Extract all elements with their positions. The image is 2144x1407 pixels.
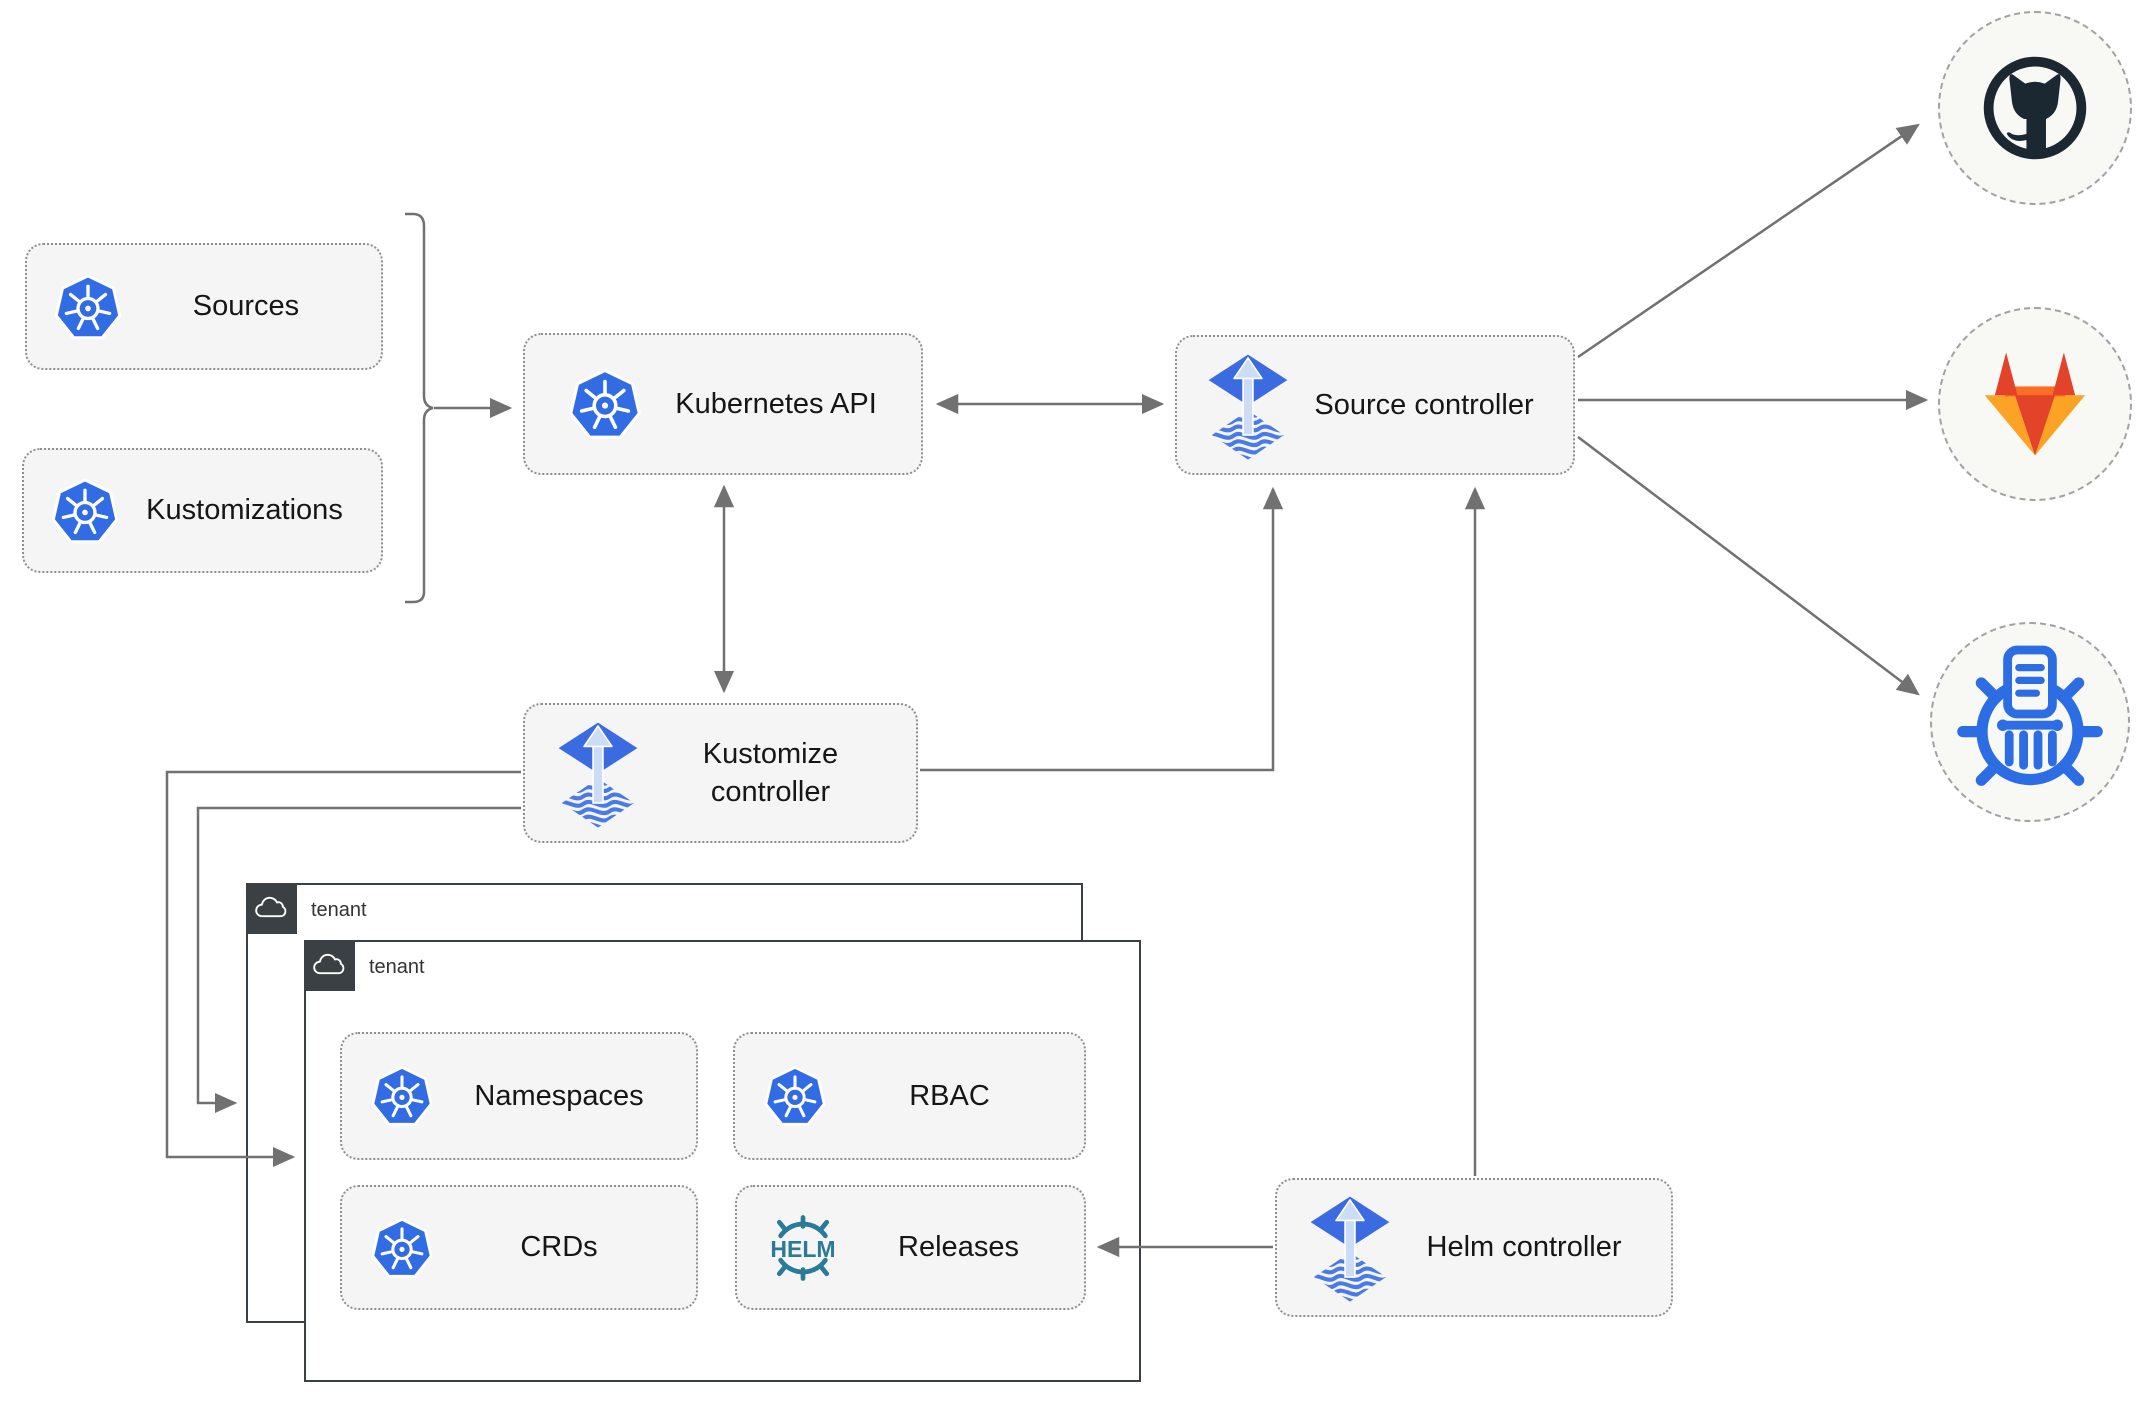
edge-source-github xyxy=(1577,123,1920,359)
edge-source-registry xyxy=(1577,436,1920,696)
endpoint-gitlab xyxy=(1938,307,2132,501)
node-label: Namespaces xyxy=(474,1079,644,1112)
node-kustomize-controller: Kustomize controller xyxy=(523,703,918,843)
edge-kustomize-source xyxy=(920,486,1284,772)
tenant-badge xyxy=(304,940,355,991)
kubernetes-logo-icon xyxy=(368,1062,436,1130)
node-kustomizations: Kustomizations xyxy=(22,448,383,573)
kubernetes-logo-icon xyxy=(48,474,122,548)
endpoint-github xyxy=(1938,11,2132,205)
node-kubernetes-api: Kubernetes API xyxy=(523,333,923,475)
node-label: CRDs xyxy=(520,1231,598,1264)
node-label: Sources xyxy=(192,290,300,323)
flux-logo-icon xyxy=(1309,1190,1391,1305)
node-sources: Sources xyxy=(25,243,383,370)
cloud-icon xyxy=(254,896,290,922)
endpoint-oci-registry xyxy=(1930,622,2130,822)
node-rbac: RBAC xyxy=(733,1032,1086,1160)
node-source-controller: Source controller xyxy=(1175,335,1575,475)
node-label: Releases xyxy=(898,1231,1019,1264)
bracket xyxy=(405,212,434,604)
node-label: Kustomizations xyxy=(146,494,343,527)
oci-registry-logo-icon xyxy=(1950,642,2110,802)
github-logo-icon xyxy=(1974,47,2096,169)
node-label: Kustomize controller xyxy=(702,737,839,808)
gitlab-logo-icon xyxy=(1972,345,2098,463)
helm-logo-text: HELM xyxy=(770,1235,835,1261)
helm-logo-icon: HELM xyxy=(770,1214,836,1281)
node-helm-controller: Helm controller xyxy=(1275,1178,1673,1317)
flux-logo-icon xyxy=(1207,348,1289,463)
kubernetes-logo-icon xyxy=(761,1062,829,1130)
node-releases: HELM Releases xyxy=(735,1185,1086,1310)
kubernetes-logo-icon xyxy=(368,1214,436,1282)
kubernetes-logo-icon xyxy=(565,364,645,444)
node-namespaces: Namespaces xyxy=(340,1032,698,1160)
node-crds: CRDs xyxy=(340,1185,698,1310)
tenant-label: tenant xyxy=(369,956,425,978)
tenant-badge xyxy=(246,883,297,934)
cloud-icon xyxy=(312,953,348,979)
kubernetes-logo-icon xyxy=(51,270,125,344)
node-label: Source controller xyxy=(1314,388,1534,421)
node-label: Kubernetes API xyxy=(675,387,877,420)
node-label: RBAC xyxy=(909,1079,990,1112)
tenant-container-front: tenant xyxy=(304,940,1141,1382)
tenant-label: tenant xyxy=(311,899,367,921)
flux-logo-icon xyxy=(557,716,639,831)
node-label: Helm controller xyxy=(1426,1231,1622,1264)
